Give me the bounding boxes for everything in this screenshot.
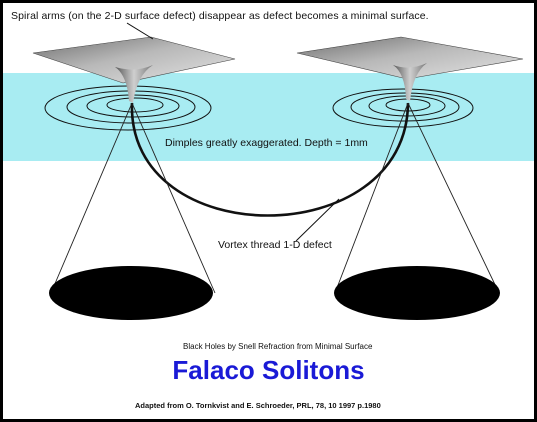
surface-sheet-right — [296, 36, 524, 101]
black-holes-caption: Black Holes by Snell Refraction from Min… — [183, 342, 373, 351]
main-title: Falaco Solitons — [172, 355, 365, 385]
credit-line: Adapted from O. Tornkvist and E. Schroed… — [135, 401, 381, 410]
dimples-label: Dimples greatly exaggerated. Depth = 1mm — [165, 137, 368, 149]
top-caption: Spiral arms (on the 2-D surface defect) … — [11, 10, 429, 22]
cone-left — [50, 102, 216, 294]
vortex-pointer — [295, 198, 340, 242]
vortex-thread — [130, 102, 410, 217]
black-hole-left — [49, 266, 213, 320]
cone-right — [334, 102, 500, 294]
caption-pointer — [126, 22, 154, 40]
black-hole-right — [334, 266, 500, 320]
surface-sheet-left — [32, 36, 236, 103]
falaco-diagram — [3, 22, 534, 320]
vortex-label: Vortex thread 1-D defect — [218, 239, 332, 251]
